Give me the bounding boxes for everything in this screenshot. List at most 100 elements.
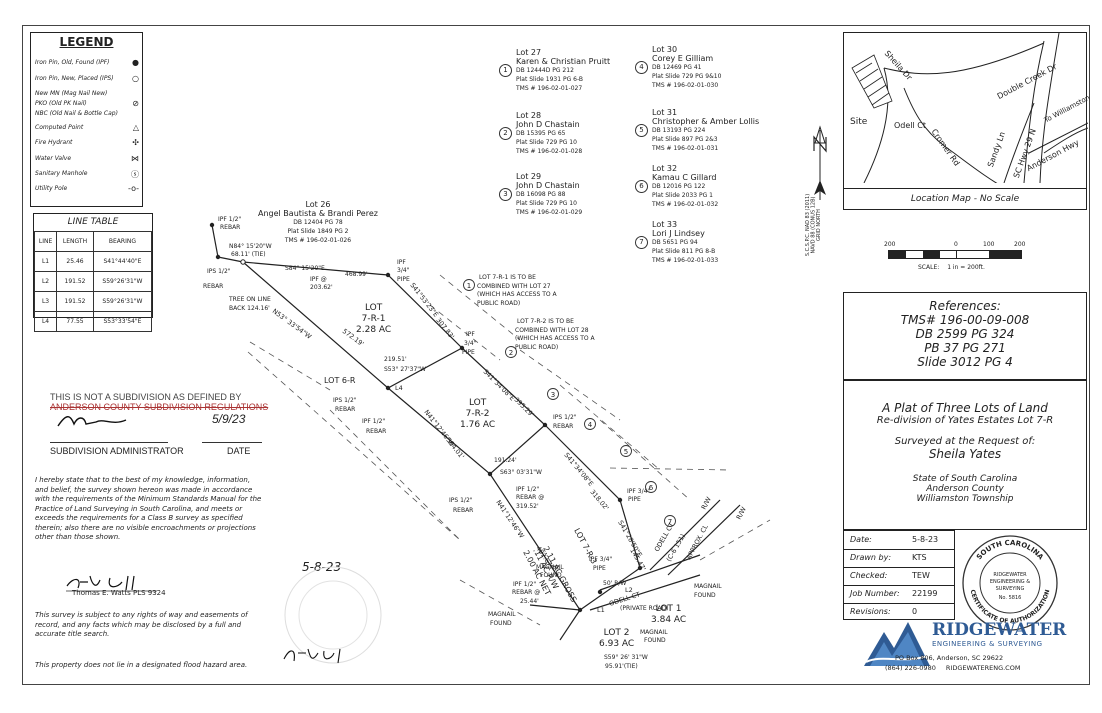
plat-annotation: PUBLIC ROAD) (477, 300, 521, 307)
owner-tms: TMS # 196-02-01-031 (652, 145, 719, 152)
lot-2-label: LOT 2 6.93 AC (599, 628, 634, 650)
surveyor-name: Thomas E. Watts PLS 9324 (72, 589, 166, 597)
north-line3: GRID NORTH (815, 209, 822, 241)
company-sub: ENGINEERING & SURVEYING (932, 640, 1043, 648)
ref-line-4: Slide 3012 PG 4 (917, 355, 1013, 369)
svg-text:L1: L1 (597, 606, 605, 614)
ref-line-3: PB 37 PG 271 (924, 341, 1006, 355)
lot-2-area: 6.93 AC (599, 639, 635, 649)
legend-item: Fire Hydrant✣ (35, 138, 139, 147)
lot-7r1-label: LOT 7-R-1 2.28 AC (356, 303, 391, 336)
subdivision-date: 5/9/23 (212, 412, 246, 426)
scale-tick-0: 0 (954, 241, 958, 248)
location-map: Double Creek Dr Sheila Dr Site Odell Ct … (843, 32, 1091, 210)
plat-annotation: FOUND (644, 637, 666, 644)
info-row: Revisions:0 (844, 603, 954, 621)
plat-annotation: REBAR (203, 283, 224, 290)
company-phone-text: (864) 226-0980 (885, 664, 936, 672)
svg-text:395.29': 395.29' (513, 396, 536, 419)
ridgewater-logo-icon (864, 622, 930, 666)
legend-symbol-icon: ● (132, 58, 139, 67)
owner-db: DB 12469 PG 41 (652, 64, 702, 71)
plat-annotation: IPF 3/4" (589, 556, 613, 563)
info-label: Date: (850, 535, 872, 544)
legend-symbol-icon: ○ (132, 74, 139, 83)
legend-item: NBC (Old Nail & Bottle Cap) (35, 110, 139, 117)
plat-annotation: BACK 124.16' (229, 305, 270, 312)
references-title: References: (929, 299, 1001, 313)
legend-symbol-icon: ⊘ (132, 99, 139, 108)
location-map-title: Location Map - No Scale (844, 188, 1086, 209)
map-label-site: Site (850, 117, 868, 127)
plat-annotation: (WHICH HAS ACCESS TO A (515, 335, 595, 342)
owner-number-badge: 2 (499, 127, 512, 140)
plat-title: A Plat of Three Lots of Land (882, 401, 1048, 415)
scale-tick-100: 100 (983, 241, 995, 248)
svg-text:N53° 33'54"W: N53° 33'54"W (271, 307, 314, 341)
plat-annotation: FOUND (694, 592, 716, 599)
legend-item: PKO (Old PK Nail)⊘ (35, 99, 139, 108)
plat-annotation: IPS 1/2" (207, 268, 231, 275)
company-phone: (864) 226-0980 RIDGEWATERENG.COM (885, 664, 1020, 672)
plat-annotation: IPS 1/2" (553, 414, 577, 421)
township-label: Williamston Township (916, 494, 1014, 504)
seal-center-3: SURVEYING (996, 586, 1025, 592)
lot-7r2-id: 7-R-2 (465, 409, 490, 419)
legend-item-label: New MN (Mag Nail New) (35, 90, 108, 97)
certification-text: I hereby state that to the best of my kn… (35, 476, 262, 541)
owner-name: Lori J Lindsey (652, 229, 705, 238)
owner-lot: Lot 27 (516, 48, 542, 57)
owner-plat: Plat Slide 2033 PG 1 (652, 192, 713, 199)
plat-annotation: IPS 1/2" (333, 397, 357, 404)
subdivision-line1: THIS IS NOT A SUBDIVISION AS DEFINED BY (50, 392, 242, 402)
owner-lot: Lot 28 (516, 111, 542, 120)
lot-1-area: 3.84 AC (651, 615, 687, 625)
plat-annotation: FOUND (490, 620, 512, 627)
legend-item: Iron Pin, Old, Found (IPF)● (35, 58, 139, 67)
owner-db: DB 12016 PG 122 (652, 183, 706, 190)
lot-7r1-area: 2.28 AC (356, 325, 392, 335)
info-label: Drawn by: (850, 553, 892, 562)
plat-annotation: MAGNAIL (640, 629, 668, 636)
owner-db: DB 15395 PG 65 (516, 130, 566, 137)
lot26-info: Lot 26 Angel Bautista & Brandi Perez DB … (258, 200, 378, 245)
faded-surveyor-seal (284, 566, 382, 664)
owner-lot: Lot 29 (516, 172, 542, 181)
plat-annotation: IPF 3/4" (627, 488, 651, 495)
lot26-db: DB 12404 PG 78 (293, 219, 343, 226)
plat-subtitle: Re-division of Yates Estates Lot 7-R (876, 415, 1054, 426)
plat-annotation: REBAR (553, 423, 574, 430)
owner-name: John D Chastain (516, 120, 580, 129)
legend-box: LEGEND Iron Pin, Old, Found (IPF)●Iron P… (30, 32, 143, 207)
company-name: RIDGEWATER (932, 620, 1067, 640)
plat-annotation: REBAR (453, 507, 474, 514)
lot-2-name: LOT 2 (603, 628, 630, 638)
subdivision-line2: ANDERSON COUNTY SUBDIVISION REGULATIONS (50, 402, 269, 412)
lot26-tms: TMS # 196-02-01-026 (284, 237, 352, 244)
plat-annotation: IPF 1/2" (362, 418, 386, 425)
note-flood: This property does not lie in a designat… (35, 661, 248, 669)
scale-label: SCALE: (918, 264, 940, 271)
note-rights: This survey is subject to any rights of … (35, 611, 248, 638)
plat-annotation: LOT 7-R-1 IS TO BE (479, 274, 536, 281)
plat-annotation: 95.91'(TIE) (605, 663, 638, 670)
info-row: Checked: TEW (844, 567, 954, 586)
info-label: Job Number: (850, 589, 900, 598)
plat-annotation: PIPE (593, 565, 606, 572)
owner-name: Christopher & Amber Lollis (652, 117, 760, 126)
info-label: Checked: (850, 571, 888, 580)
owner-plat: Plat Slide 729 PG 10 (516, 200, 577, 207)
line-table-cell: S53°33'54"E (92, 311, 153, 332)
plat-annotation: MAGNAIL (488, 611, 516, 618)
plat-annotation: REBAR (366, 428, 387, 435)
owner-number-badge: 3 (499, 188, 512, 201)
info-value: TEW (912, 571, 930, 580)
plat-annotation: IPF @ (310, 276, 327, 283)
